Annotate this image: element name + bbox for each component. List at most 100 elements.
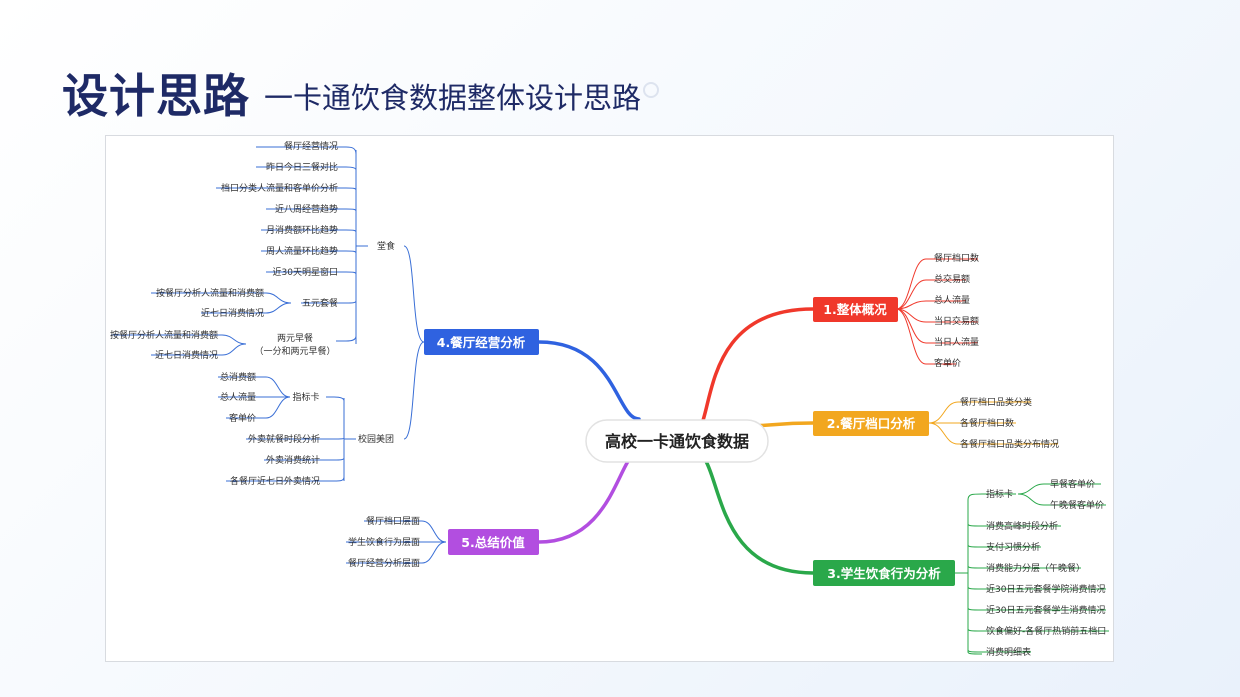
leaf-tangshi: 周人流量环比趋势 bbox=[266, 245, 338, 257]
decorative-ring bbox=[643, 82, 660, 98]
mindmap-panel: 高校一卡通饮食数据 1.整体概况 2.餐厅档口分析 3.学生饮食行为分析 4.餐… bbox=[105, 135, 1114, 662]
leaf-line-tangshi bbox=[256, 146, 357, 155]
leaf-meituan: 外卖消费统计 bbox=[266, 454, 320, 466]
leaf-line-overview bbox=[895, 279, 966, 310]
connector-summary bbox=[537, 448, 643, 544]
leaf-behavior: 消费能力分层（午晚餐） bbox=[986, 562, 1085, 574]
leaf-meituan-card: 总消费额 bbox=[220, 371, 256, 383]
branch-node-operation[interactable] bbox=[424, 329, 539, 355]
branch-node-summary[interactable] bbox=[448, 529, 539, 555]
leaf-line-wuyuan bbox=[201, 302, 292, 314]
leaf-stall: 餐厅档口品类分类 bbox=[960, 396, 1032, 408]
leaf-meituan-card: 客单价 bbox=[229, 412, 256, 424]
leaf-behavior: 饮食偏好-各餐厅热销前五档口 bbox=[986, 625, 1106, 637]
leaf-line-card bbox=[226, 396, 291, 419]
leaf-behavior: 近30日五元套餐学院消费情况 bbox=[986, 583, 1105, 595]
leaf-behavior: 消费高峰时段分析 bbox=[986, 520, 1058, 532]
sub-node-tangshi: 堂食 bbox=[377, 240, 395, 252]
sub-node-liangyuan-note: （一分和两元早餐） bbox=[254, 345, 335, 357]
leaf-stall: 各餐厅档口品类分布情况 bbox=[960, 438, 1059, 450]
leaf-overview: 餐厅档口数 bbox=[934, 252, 979, 264]
indicator-card-meituan: 指标卡 bbox=[292, 391, 319, 403]
leaf-line-overview bbox=[895, 308, 956, 365]
leaf-meituan: 各餐厅近七日外卖情况 bbox=[230, 475, 320, 487]
leaf-behavior: 支付习惯分析 bbox=[986, 541, 1040, 553]
center-node-label: 高校一卡通饮食数据 bbox=[605, 432, 749, 451]
leaf-line-summary bbox=[346, 541, 447, 564]
leaf-line-wuyuan bbox=[151, 292, 292, 304]
leaf-line-card bbox=[218, 376, 291, 398]
leaf-line-tangshi bbox=[261, 229, 357, 233]
leaf-line-behavior bbox=[967, 523, 1061, 527]
branch-node-overview[interactable] bbox=[813, 297, 898, 322]
connector-operation bbox=[537, 340, 641, 421]
branch-node-behavior[interactable] bbox=[813, 560, 955, 586]
branch-label-behavior: 3.学生饮食行为分析 bbox=[827, 566, 941, 581]
center-node[interactable] bbox=[585, 419, 769, 463]
spine-meituan bbox=[343, 398, 356, 481]
leaf-overview: 客单价 bbox=[934, 357, 961, 369]
leaf-wuyuan: 按餐厅分析人流量和消费额 bbox=[156, 287, 264, 299]
leaf-tangshi: 近八周经营趋势 bbox=[275, 203, 338, 215]
leaf-line-liangyuan bbox=[111, 334, 247, 345]
leaf-summary: 学生饮食行为层面 bbox=[348, 536, 420, 548]
leaf-line-overview bbox=[895, 300, 966, 310]
leaf-meituan-card: 总人流量 bbox=[220, 391, 256, 403]
sub-node-meituan: 校园美团 bbox=[358, 433, 394, 445]
leaf-line-behavior bbox=[1017, 483, 1101, 495]
leaf-line-overview bbox=[895, 258, 978, 310]
leaf-line-tangshi bbox=[336, 335, 357, 342]
sub-node-wuyuan: 五元套餐 bbox=[302, 297, 338, 309]
sub-node-liangyuan: 两元早餐 bbox=[277, 332, 313, 344]
leaf-line-behavior bbox=[954, 493, 1016, 574]
leaf-line-meituan bbox=[226, 476, 345, 482]
leaf-line-meituan bbox=[246, 437, 345, 440]
page-subtitle: 一卡通饮食数据整体设计思路 bbox=[264, 81, 642, 115]
leaf-behavior-card: 早餐客单价 bbox=[1050, 478, 1095, 490]
leaf-line-stall bbox=[928, 401, 1031, 424]
leaf-line-behavior bbox=[967, 565, 1081, 569]
leaf-line-behavior bbox=[967, 544, 1041, 548]
branch-label-operation: 4.餐厅经营分析 bbox=[437, 335, 526, 350]
leaf-line-summary bbox=[364, 520, 447, 543]
leaf-line-behavior bbox=[1017, 493, 1106, 506]
leaf-overview: 总人流量 bbox=[934, 294, 970, 306]
leaf-line-stall bbox=[928, 422, 1058, 445]
leaf-tangshi: 档口分类人流量和客单价分析 bbox=[221, 182, 338, 194]
connector-tangshi bbox=[403, 245, 425, 343]
leaf-behavior: 近30日五元套餐学生消费情况 bbox=[986, 604, 1105, 616]
leaf-line-behavior bbox=[967, 649, 1031, 653]
page-title: 设计思路 bbox=[62, 69, 250, 123]
connector-meituan bbox=[403, 341, 425, 440]
branch-label-stall: 2.餐厅档口分析 bbox=[827, 416, 916, 431]
leaf-line-tangshi bbox=[216, 187, 357, 191]
leaf-liangyuan: 按餐厅分析人流量和消费额 bbox=[110, 329, 218, 341]
leaf-line-meituan bbox=[264, 457, 345, 461]
leaf-line-behavior bbox=[967, 586, 1106, 590]
leaf-behavior: 消费明细表 bbox=[986, 646, 1031, 658]
leaf-line-behavior bbox=[967, 607, 1106, 611]
leaf-line-tangshi bbox=[261, 250, 357, 254]
leaf-line-behavior bbox=[967, 628, 1109, 632]
leaf-line-tangshi bbox=[266, 208, 357, 212]
leaf-wuyuan: 近七日消费情况 bbox=[201, 307, 264, 319]
leaf-overview: 当日交易额 bbox=[934, 315, 979, 327]
leaf-line-tangshi bbox=[256, 166, 357, 171]
leaf-line-behavior bbox=[967, 500, 983, 655]
leaf-line-meituan bbox=[326, 396, 345, 402]
leaf-liangyuan: 近七日消费情况 bbox=[155, 349, 218, 361]
branch-label-overview: 1.整体概况 bbox=[823, 302, 887, 317]
leaf-summary: 餐厅档口层面 bbox=[366, 515, 420, 527]
leaf-line-tangshi bbox=[301, 300, 357, 304]
leaf-meituan: 外卖就餐时段分析 bbox=[248, 433, 320, 445]
indicator-card-behavior: 指标卡 bbox=[986, 488, 1013, 500]
mindmap-diagram: 高校一卡通饮食数据 1.整体概况 2.餐厅档口分析 3.学生饮食行为分析 4.餐… bbox=[110, 140, 1109, 658]
connector-overview bbox=[689, 307, 815, 438]
leaf-line-tangshi bbox=[266, 271, 357, 275]
leaf-overview: 总交易额 bbox=[934, 273, 970, 285]
leaf-summary: 餐厅经营分析层面 bbox=[348, 557, 420, 569]
branch-label-summary: 5.总结价值 bbox=[461, 535, 525, 550]
leaf-line-liangyuan bbox=[151, 343, 247, 356]
branch-node-stall[interactable] bbox=[813, 411, 929, 436]
leaf-stall: 各餐厅档口数 bbox=[960, 417, 1014, 429]
